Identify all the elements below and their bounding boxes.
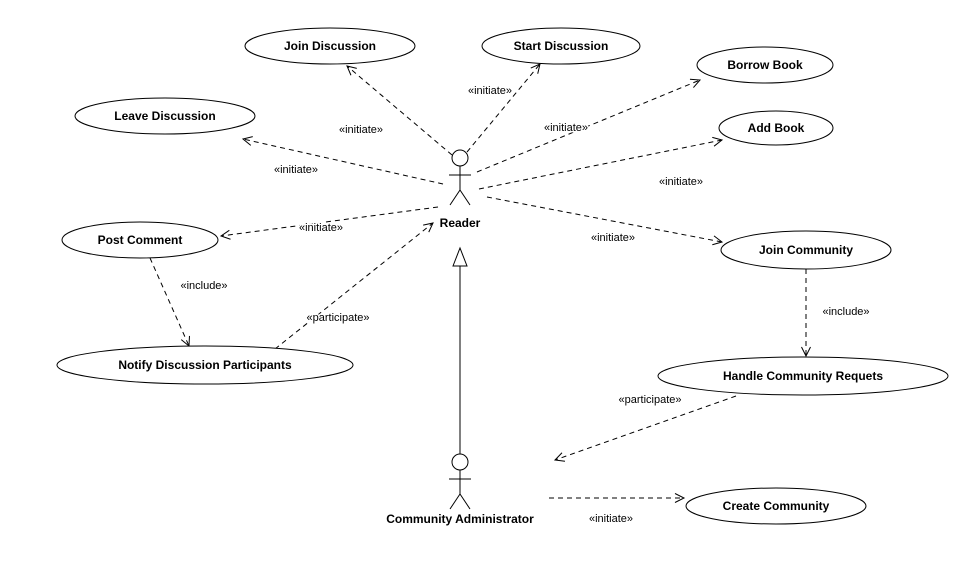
use-case-label: Borrow Book [727, 58, 803, 72]
use-case-ellipse [481, 27, 641, 65]
use-case-label: Handle Community Requets [723, 369, 883, 383]
edge-stereotype-label: «initiate» [544, 122, 588, 134]
use-case-add-book[interactable]: Add Book [718, 110, 834, 146]
use-case-ellipse [685, 487, 867, 525]
use-case-label: Leave Discussion [114, 109, 215, 123]
use-case-label: Add Book [748, 121, 805, 135]
edge-reader-join-community[interactable]: «initiate» [486, 196, 724, 246]
edge-connector [219, 206, 439, 240]
use-case-create-community[interactable]: Create Community [685, 487, 867, 525]
use-case-ellipse [718, 110, 834, 146]
edge-stereotype-label: «include» [822, 306, 869, 318]
edge-stereotype-label: «initiate» [589, 513, 633, 525]
edge-reader-borrow-book[interactable]: «initiate» [476, 78, 702, 173]
edge-connector [149, 257, 190, 348]
use-case-handle-community-requets[interactable]: Handle Community Requets [657, 356, 949, 396]
use-case-label: Join Discussion [284, 39, 376, 53]
edge-stereotype-label: «initiate» [274, 164, 318, 176]
use-case-ellipse [61, 221, 219, 259]
edge-stereotype-label: «participate» [619, 394, 682, 406]
use-case-label: Create Community [723, 499, 830, 513]
edge-connector [486, 196, 724, 246]
actor-right-leg [459, 189, 471, 206]
edge-stereotype-label: «initiate» [659, 176, 703, 188]
edge-stereotype-label: «include» [180, 280, 227, 292]
edge-connector [476, 78, 702, 173]
actor-head [451, 149, 469, 167]
edge-reader-join-discussion[interactable]: «initiate» [337, 65, 453, 156]
edge-stereotype-label: «initiate» [339, 124, 383, 136]
use-case-borrow-book[interactable]: Borrow Book [696, 46, 834, 84]
edge-stereotype-label: «participate» [307, 312, 370, 324]
edge-reader-post-comment[interactable]: «initiate» [219, 206, 439, 240]
edge-reader-leave-discussion[interactable]: «initiate» [241, 136, 444, 185]
edge-stereotype-label: «initiate» [299, 222, 343, 234]
edge-connector [466, 63, 541, 153]
use-case-join-community[interactable]: Join Community [720, 230, 892, 270]
actor-reader[interactable]: Reader [440, 149, 481, 230]
use-case-label: Join Community [759, 243, 853, 257]
edge-connector [553, 395, 737, 462]
edge-reader-start-discussion[interactable]: «initiate» [466, 63, 541, 153]
use-case-label: Start Discussion [514, 39, 609, 53]
edge-connector [241, 136, 444, 185]
actor-head [451, 453, 469, 471]
actor-right-leg [459, 493, 471, 510]
use-case-notify-discussion-participants[interactable]: Notify Discussion Participants [56, 345, 354, 385]
edge-connector [346, 65, 453, 156]
actor-label: Reader [440, 216, 481, 230]
use-case-ellipse [696, 46, 834, 84]
edge-community-administrator-create-community[interactable]: «initiate» [549, 493, 686, 527]
actor-label: Community Administrator [386, 512, 534, 526]
use-case-start-discussion[interactable]: Start Discussion [481, 27, 641, 65]
use-case-label: Notify Discussion Participants [118, 358, 292, 372]
actor-left-leg [449, 189, 461, 206]
edge-stereotype-label: «initiate» [468, 85, 512, 97]
use-case-join-discussion[interactable]: Join Discussion [244, 27, 416, 65]
use-case-ellipse [657, 356, 949, 396]
edge-reader-add-book[interactable]: «initiate» [478, 136, 724, 190]
use-case-post-comment[interactable]: Post Comment [61, 221, 219, 259]
edge-stereotype-label: «initiate» [591, 232, 635, 244]
use-case-ellipse [74, 97, 256, 135]
edge-connector [274, 222, 434, 350]
use-case-ellipse [56, 345, 354, 385]
use-case-ellipse [720, 230, 892, 270]
edge-post-comment-notify[interactable]: «include» [149, 257, 229, 348]
edges-layer: «initiate» «initiate» «initiate» «initiate»… [149, 63, 871, 527]
edge-join-community-handle[interactable]: «include» [801, 269, 871, 358]
edge-notify-reader[interactable]: «participate» [274, 222, 434, 350]
actor-left-leg [449, 493, 461, 510]
actor-community-administrator[interactable]: Community Administrator [386, 453, 534, 526]
use-case-leave-discussion[interactable]: Leave Discussion [74, 97, 256, 135]
use-case-label: Post Comment [98, 233, 183, 247]
edge-handle-community-administrator[interactable]: «participate» [553, 393, 737, 462]
use-case-ellipse [244, 27, 416, 65]
